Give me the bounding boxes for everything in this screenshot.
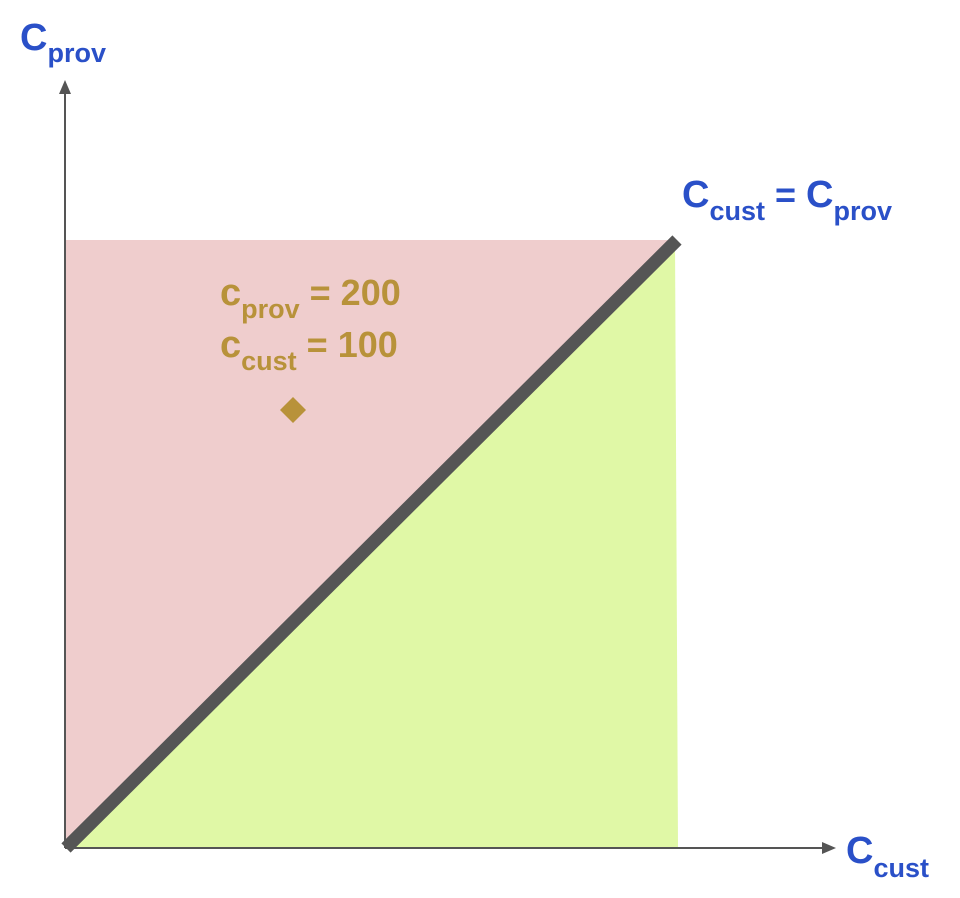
diagonal-label-equals: = bbox=[775, 174, 796, 215]
x-axis-label: Ccust bbox=[846, 830, 929, 883]
diagonal-label-left-main: C bbox=[682, 174, 709, 216]
point-label-prov-value: = 200 bbox=[310, 272, 401, 313]
point-label-prov-main: c bbox=[220, 272, 241, 314]
point-label-cust-value: = 100 bbox=[307, 324, 398, 365]
diagonal-label-right-sub: prov bbox=[833, 196, 892, 226]
diamond-icon bbox=[280, 397, 306, 423]
point-label-cust: ccust = 100 bbox=[220, 324, 398, 376]
diagonal-label-right-main: C bbox=[806, 174, 833, 216]
x-axis-label-sub: cust bbox=[873, 853, 929, 883]
point-label-prov: cprov = 200 bbox=[220, 272, 401, 324]
diagonal-label-left-sub: cust bbox=[709, 196, 765, 226]
y-axis-label-main: C bbox=[20, 17, 47, 59]
x-axis-arrowhead bbox=[822, 842, 836, 854]
y-axis-label: Cprov bbox=[20, 17, 106, 68]
y-axis-arrowhead bbox=[59, 80, 71, 94]
x-axis-label-main: C bbox=[846, 830, 873, 872]
diagonal-equation-label: Ccust=Cprov bbox=[682, 174, 892, 226]
point-label-cust-main: c bbox=[220, 324, 241, 366]
point-label-cust-sub: cust bbox=[241, 346, 297, 376]
point-label-prov-sub: prov bbox=[241, 294, 300, 324]
y-axis-label-sub: prov bbox=[47, 38, 106, 68]
equality-line bbox=[61, 235, 682, 853]
